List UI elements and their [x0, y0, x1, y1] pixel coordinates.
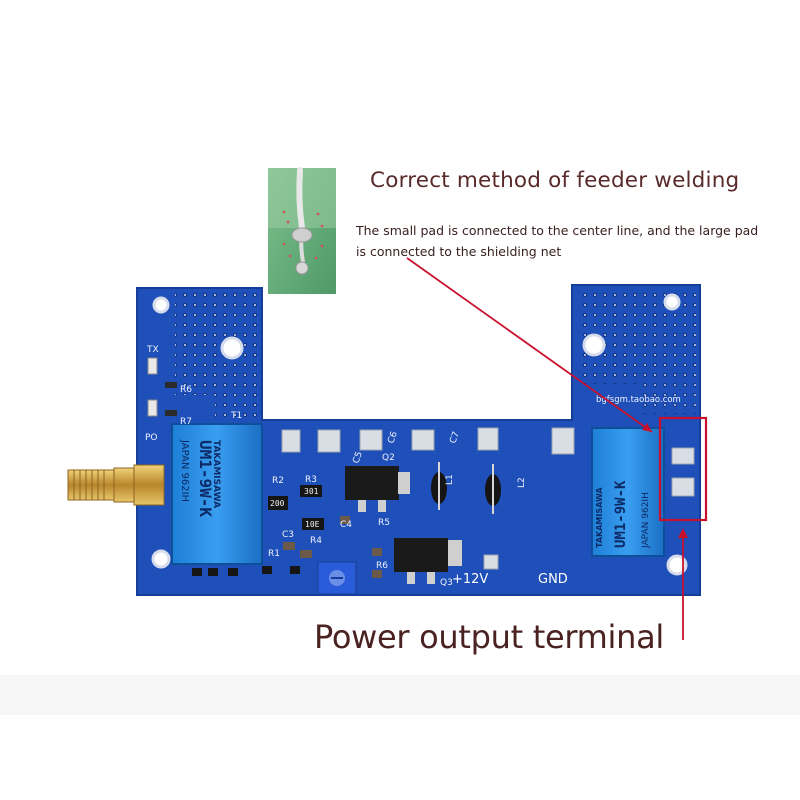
- relay-right: TAKAMISAWA UM1-9W-K JAPAN 962IH: [591, 427, 665, 557]
- transistor-q2: [345, 466, 410, 512]
- silk-c5: C5: [351, 450, 365, 465]
- silk-c6: C6: [386, 430, 400, 445]
- silk-r2: R2: [272, 476, 284, 486]
- sma-connector: [67, 464, 165, 506]
- feeder-welding-inset: [268, 167, 336, 294]
- silk-r1: R1: [268, 549, 280, 559]
- silk-l1: L1: [445, 474, 455, 485]
- silk-r7: R7: [180, 417, 192, 427]
- silk-po: PO: [145, 433, 158, 443]
- silk-r5: R5: [378, 518, 390, 528]
- silk-r3: R3: [305, 475, 317, 485]
- feeder-welding-description-line2: is connected to the shielding net: [356, 244, 562, 259]
- relay-left-code: JAPAN 962IH: [179, 439, 190, 502]
- relay-left-model: UM1-9W-K: [196, 440, 215, 517]
- silk-r6-lower: R6: [376, 561, 388, 571]
- silk-q2: Q2: [382, 453, 395, 463]
- relay-right-brand: TAKAMISAWA: [595, 487, 604, 548]
- r4-value: 10E: [305, 520, 320, 529]
- silk-q3: Q3: [440, 578, 453, 588]
- silkscreen: TX PO R6 R7 T1 R2 R3 R4 R5 R6 R1 C3 C4 C…: [145, 345, 681, 588]
- silk-c7: C7: [448, 430, 462, 445]
- silk-url: bgfsgm.taobao.com: [596, 395, 681, 405]
- silk-c4: C4: [340, 520, 352, 530]
- relay-right-model: UM1-9W-K: [613, 480, 629, 548]
- r2-value: 200: [270, 499, 285, 508]
- silk-gnd: GND: [538, 572, 568, 587]
- silk-tx: TX: [146, 345, 159, 355]
- feeder-welding-description-line1: The small pad is connected to the center…: [356, 223, 759, 238]
- power-output-terminal-label: Power output terminal: [314, 618, 665, 656]
- silk-l2: L2: [517, 477, 527, 488]
- relay-left: TAKAMISAWA UM1-9W-K JAPAN 962IH: [171, 423, 263, 565]
- transistor-q3: [394, 538, 462, 584]
- silk-r6: R6: [180, 385, 192, 395]
- pcb-board: [136, 284, 701, 596]
- silk-c3: C3: [282, 530, 294, 540]
- silk-r4: R4: [310, 536, 322, 546]
- relay-right-code: JAPAN 962IH: [641, 492, 651, 549]
- silk-plus12v: +12V: [452, 572, 488, 587]
- feeder-welding-title: Correct method of feeder welding: [370, 168, 740, 193]
- r3-value: 301: [304, 487, 319, 496]
- relay-left-brand: TAKAMISAWA: [211, 440, 221, 508]
- silk-t1: T1: [230, 411, 242, 421]
- callout-graphics: [406, 257, 708, 640]
